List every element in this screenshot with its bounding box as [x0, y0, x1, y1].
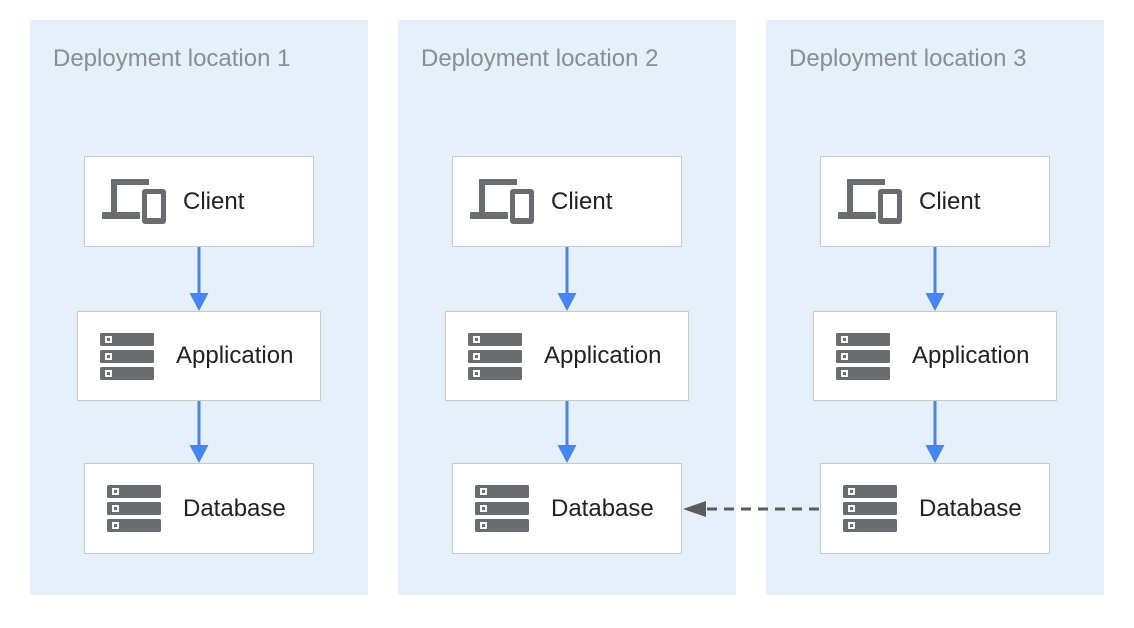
- devices-icon: [821, 179, 919, 224]
- deployment-zone-2: Deployment location 2 Client: [398, 20, 736, 595]
- storage-icon: [814, 332, 912, 380]
- storage-icon: [85, 485, 183, 532]
- zone-title: Deployment location 1: [53, 45, 291, 72]
- deployment-zone-3: Deployment location 3 Client: [766, 20, 1104, 595]
- storage-icon: [821, 485, 919, 532]
- arrow-client-to-application: [189, 247, 209, 311]
- node-label: Client: [551, 187, 613, 215]
- devices-icon: [85, 179, 183, 224]
- node-database: Database: [84, 463, 314, 554]
- arrow-client-to-application: [557, 247, 577, 311]
- storage-icon: [78, 332, 176, 380]
- node-client: Client: [452, 156, 682, 247]
- node-application: Application: [77, 311, 321, 401]
- storage-icon: [446, 332, 544, 380]
- deployment-zone-1: Deployment location 1 Client: [30, 20, 368, 595]
- node-application: Application: [445, 311, 689, 401]
- node-label: Client: [919, 187, 981, 215]
- node-label: Client: [183, 187, 245, 215]
- arrow-application-to-database: [925, 401, 945, 463]
- node-label: Database: [183, 494, 286, 522]
- arrow-client-to-application: [925, 247, 945, 311]
- node-application: Application: [813, 311, 1057, 401]
- storage-icon: [453, 485, 551, 532]
- arrow-application-to-database: [557, 401, 577, 463]
- node-database: Database: [820, 463, 1050, 554]
- arrow-application-to-database: [189, 401, 209, 463]
- node-label: Database: [919, 494, 1022, 522]
- node-label: Application: [176, 342, 294, 369]
- node-database: Database: [452, 463, 682, 554]
- zone-title: Deployment location 3: [789, 45, 1027, 72]
- node-label: Application: [544, 342, 662, 369]
- devices-icon: [453, 179, 551, 224]
- node-label: Database: [551, 494, 654, 522]
- node-label: Application: [912, 342, 1030, 369]
- dashed-arrow-database3-to-database2: [683, 501, 820, 517]
- zone-title: Deployment location 2: [421, 45, 659, 72]
- node-client: Client: [84, 156, 314, 247]
- node-client: Client: [820, 156, 1050, 247]
